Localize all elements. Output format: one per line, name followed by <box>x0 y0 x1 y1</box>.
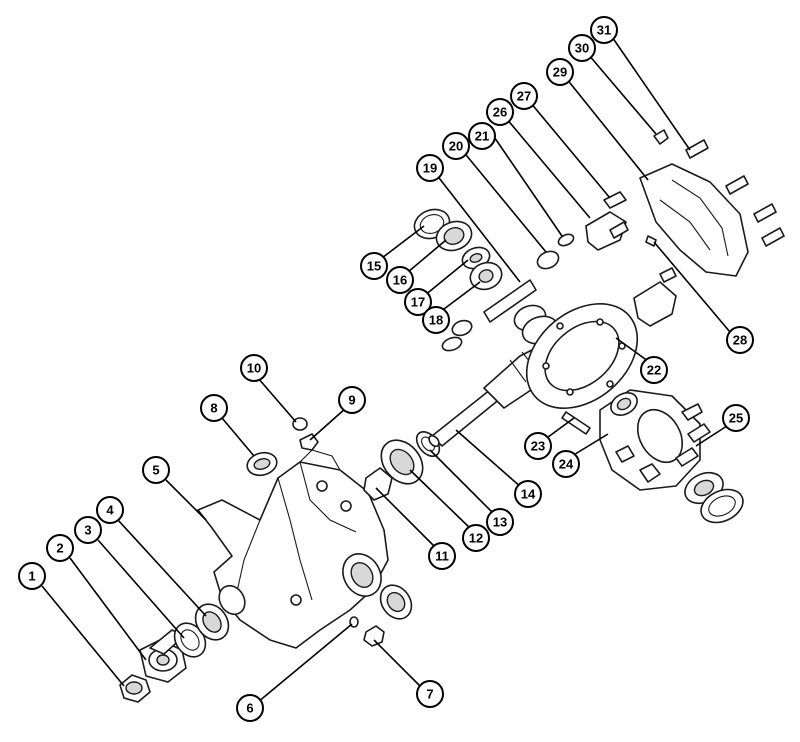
part-8-seal <box>246 451 278 477</box>
callout-27: 27 <box>510 82 538 110</box>
part-bearing-cap-lower <box>633 267 677 327</box>
part-21-washer <box>557 233 575 247</box>
part-25-bolts <box>675 403 711 467</box>
svg-text:9: 9 <box>348 393 355 408</box>
part-24-differential-case <box>599 389 701 491</box>
svg-text:28: 28 <box>733 333 747 348</box>
part-26-bearing-cap <box>585 211 627 251</box>
callout-5: 5 <box>142 456 170 484</box>
callout-15: 15 <box>360 252 388 280</box>
callout-22: 22 <box>640 356 668 384</box>
part-7-drain-plug <box>363 625 385 647</box>
svg-text:2: 2 <box>56 541 63 556</box>
callout-12: 12 <box>462 524 490 552</box>
svg-text:13: 13 <box>493 515 507 530</box>
svg-text:1: 1 <box>28 569 35 584</box>
callout-23: 23 <box>524 432 552 460</box>
callouts: 1 2 3 4 5 6 7 8 9 10 11 12 13 14 15 16 1… <box>18 16 754 722</box>
part-spacer-rings <box>441 319 473 352</box>
part-22-ring-gear <box>525 303 639 409</box>
callout-14: 14 <box>514 480 542 508</box>
svg-text:21: 21 <box>475 129 489 144</box>
svg-text:16: 16 <box>393 273 407 288</box>
part-10-cap <box>292 417 308 431</box>
svg-text:24: 24 <box>559 457 574 472</box>
callout-4: 4 <box>96 496 124 524</box>
callout-24: 24 <box>552 450 580 478</box>
part-side-bearing <box>684 471 744 524</box>
callout-11: 11 <box>428 542 456 570</box>
svg-text:4: 4 <box>106 503 114 518</box>
callout-31: 31 <box>590 16 618 44</box>
svg-text:31: 31 <box>597 23 611 38</box>
callout-8: 8 <box>200 394 228 422</box>
part-1-nut <box>119 674 151 703</box>
svg-text:22: 22 <box>647 363 661 378</box>
svg-text:10: 10 <box>247 361 261 376</box>
callout-29: 29 <box>546 58 574 86</box>
svg-text:5: 5 <box>152 463 159 478</box>
part-9-breather <box>299 433 319 451</box>
callout-1: 1 <box>18 562 46 590</box>
svg-text:8: 8 <box>210 401 217 416</box>
part-23-pin <box>561 411 591 435</box>
callout-26: 26 <box>486 98 514 126</box>
svg-text:30: 30 <box>575 41 589 56</box>
svg-text:26: 26 <box>493 105 507 120</box>
callout-6: 6 <box>236 694 264 722</box>
callout-25: 25 <box>722 404 750 432</box>
callout-13: 13 <box>486 508 514 536</box>
callout-2: 2 <box>46 534 74 562</box>
svg-text:6: 6 <box>246 701 253 716</box>
callout-16: 16 <box>386 266 414 294</box>
callout-20: 20 <box>442 132 470 160</box>
leader-lines <box>41 33 731 703</box>
callout-30: 30 <box>568 34 596 62</box>
part-28-pin <box>645 235 657 247</box>
callout-7: 7 <box>416 680 444 708</box>
svg-text:19: 19 <box>423 161 437 176</box>
svg-text:29: 29 <box>553 65 567 80</box>
callout-28: 28 <box>726 326 754 354</box>
svg-text:23: 23 <box>531 439 545 454</box>
callout-10: 10 <box>240 354 268 382</box>
part-11-bearing-cone <box>363 467 393 501</box>
svg-text:18: 18 <box>429 313 443 328</box>
callout-21: 21 <box>468 122 496 150</box>
part-16-bearing-cup <box>435 220 473 252</box>
svg-text:14: 14 <box>521 487 536 502</box>
svg-text:17: 17 <box>411 295 425 310</box>
callout-18: 18 <box>422 306 450 334</box>
part-5-housing <box>197 449 389 649</box>
callout-3: 3 <box>74 516 102 544</box>
svg-text:3: 3 <box>84 523 91 538</box>
part-27-bolts <box>603 191 629 239</box>
part-29-cover <box>639 163 749 277</box>
svg-text:25: 25 <box>729 411 743 426</box>
callout-9: 9 <box>338 386 366 414</box>
part-20-washer <box>536 250 560 270</box>
part-19-spacer <box>483 279 537 323</box>
part-30-plug <box>653 129 669 145</box>
svg-text:7: 7 <box>426 687 433 702</box>
part-output-seal <box>379 584 413 620</box>
svg-text:15: 15 <box>367 259 381 274</box>
svg-text:11: 11 <box>435 549 449 564</box>
parts-group <box>119 129 785 703</box>
callout-17: 17 <box>404 288 432 316</box>
part-3-seal <box>173 622 207 658</box>
part-31-bolts <box>685 139 785 247</box>
svg-text:27: 27 <box>517 89 531 104</box>
callout-19: 19 <box>416 154 444 182</box>
svg-text:20: 20 <box>449 139 463 154</box>
svg-text:12: 12 <box>469 531 483 546</box>
